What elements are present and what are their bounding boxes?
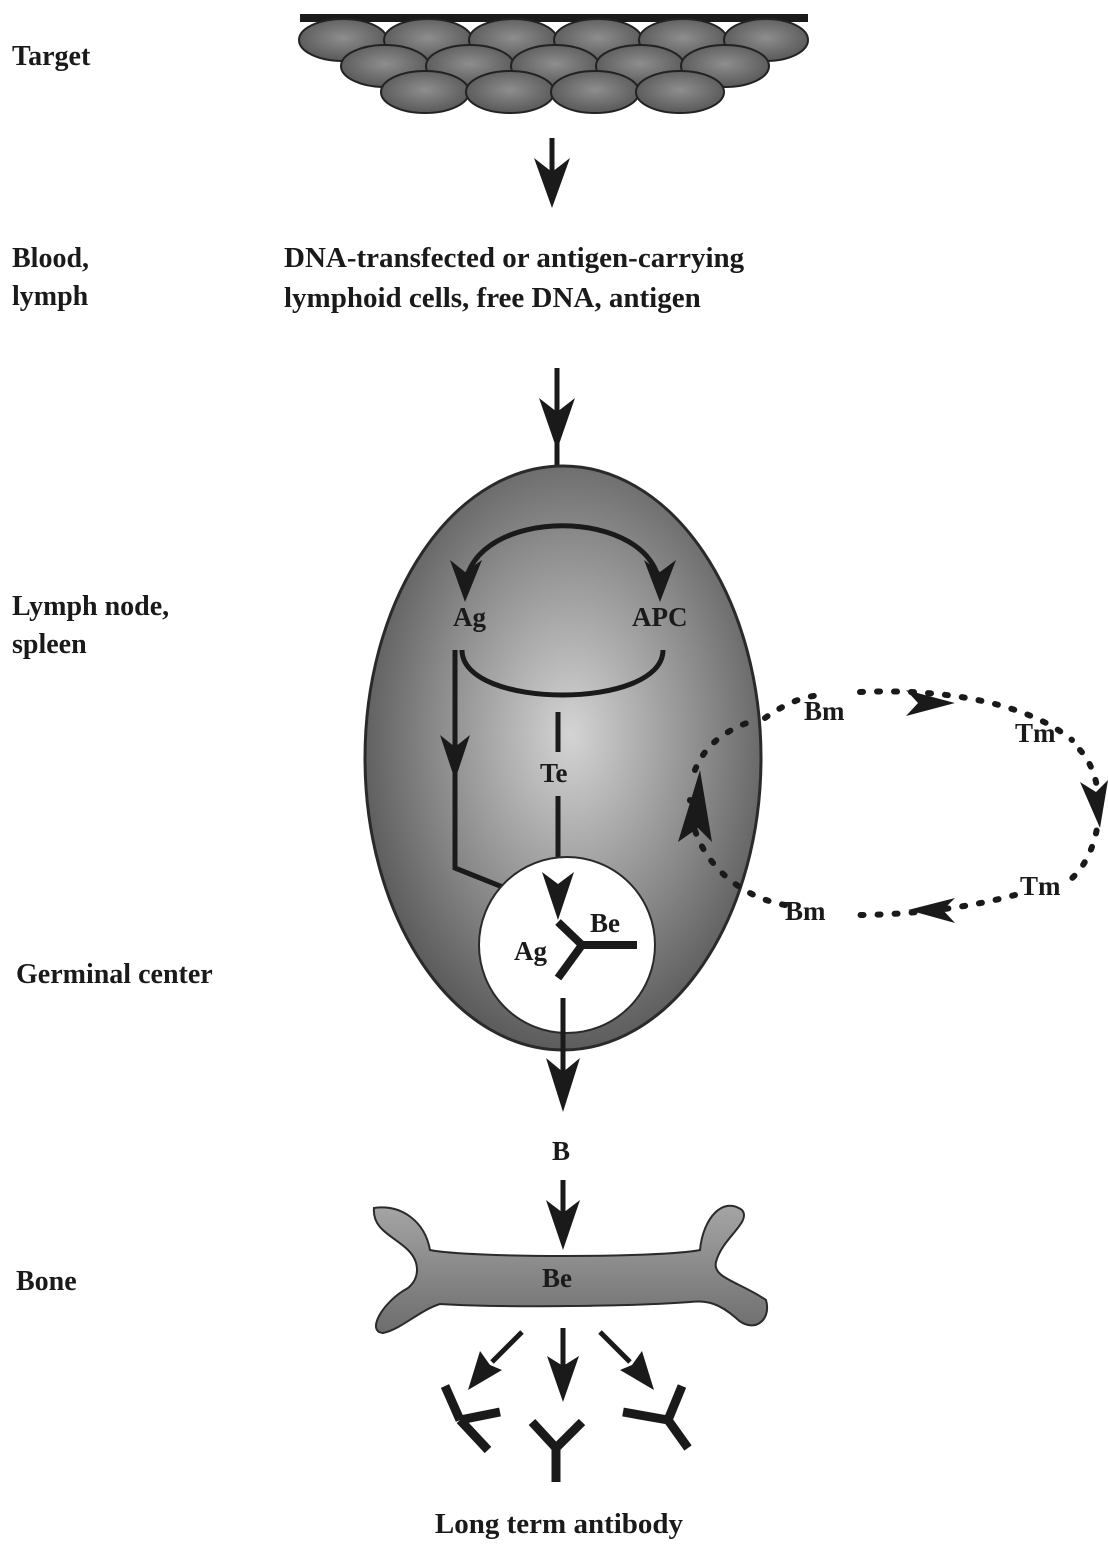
node-apc-label: APC — [632, 602, 688, 632]
result-caption: Long term antibody — [0, 1504, 1108, 1544]
loop-tm-top: Tm — [1015, 718, 1056, 748]
gc-ag-label: Ag — [514, 936, 547, 966]
carrier-line2: lymphoid cells, free DNA, antigen — [284, 278, 844, 318]
stage-label-lymph-line2: spleen — [12, 626, 169, 664]
arrow-target-to-blood — [534, 138, 570, 208]
loop-bm-top: Bm — [804, 696, 845, 726]
loop-bm-bottom: Bm — [785, 896, 826, 926]
gc-be-label: Be — [590, 908, 620, 938]
loop-arrow-right — [1080, 780, 1108, 828]
antibody-icons — [445, 1386, 688, 1482]
target-surface — [300, 14, 808, 22]
stage-label-lymph-line1: Lymph node, — [12, 588, 169, 626]
stage-label-bone: Bone — [16, 1263, 77, 1301]
antibody-left — [445, 1386, 500, 1450]
b-cell-label: B — [552, 1136, 570, 1166]
stage-label-blood: Blood, lymph — [12, 240, 89, 316]
target-cells — [299, 19, 808, 113]
loop-tm-bottom: Tm — [1020, 871, 1061, 901]
stage-label-target: Target — [12, 38, 90, 76]
antibody-right — [623, 1386, 688, 1448]
arrow-b-to-bone — [546, 1180, 580, 1250]
antibody-center — [532, 1422, 582, 1482]
arrow-blood-to-node — [539, 368, 575, 468]
node-te-label: Te — [540, 758, 568, 788]
stage-label-blood-line2: lymph — [12, 278, 89, 316]
carrier-description: DNA-transfected or antigen-carrying lymp… — [284, 238, 844, 318]
stage-label-lymph-node: Lymph node, spleen — [12, 588, 169, 664]
stage-label-germinal-center: Germinal center — [16, 956, 213, 994]
stage-label-blood-line1: Blood, — [12, 240, 89, 278]
bone-be-label: Be — [542, 1263, 572, 1293]
node-ag-label: Ag — [453, 602, 486, 632]
target-tissue — [299, 14, 808, 113]
carrier-line1: DNA-transfected or antigen-carrying — [284, 238, 844, 278]
